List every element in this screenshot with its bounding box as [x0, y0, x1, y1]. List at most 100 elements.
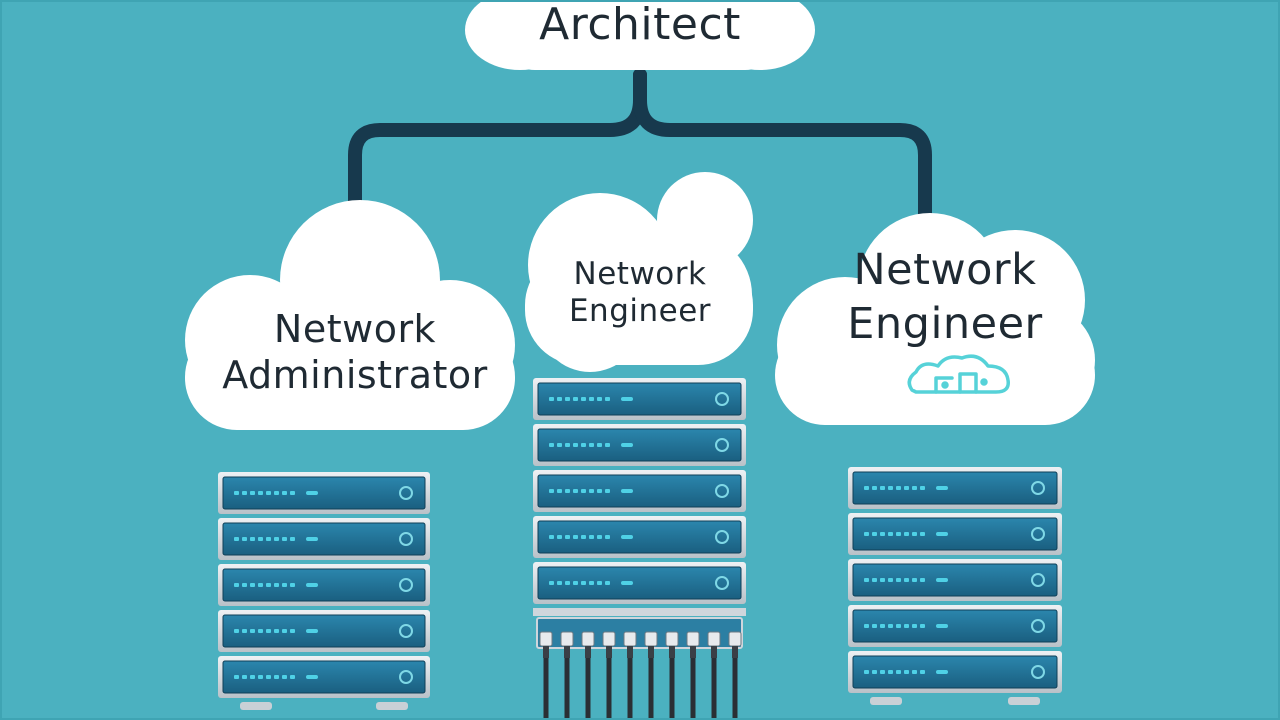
network-cable — [711, 658, 717, 720]
server-led — [896, 578, 901, 582]
power-button-icon — [1031, 665, 1045, 679]
server-led — [250, 491, 255, 495]
cable-connector — [728, 631, 742, 647]
server-led — [565, 397, 570, 401]
server-led — [250, 537, 255, 541]
server-unit-face — [852, 609, 1058, 643]
server-led — [605, 489, 610, 493]
engineer-right-label-line1: Network — [853, 245, 1037, 295]
architect-cloud — [465, 0, 815, 70]
power-button-icon — [1031, 619, 1045, 633]
server-led — [920, 578, 925, 582]
server-led-long — [306, 583, 318, 587]
server-led — [573, 581, 578, 585]
administrator-cloud — [185, 200, 515, 430]
engineer-right-label-line2: Engineer — [847, 299, 1043, 349]
server-led — [605, 397, 610, 401]
server-unit-face — [537, 520, 742, 554]
server-unit-face — [222, 614, 426, 648]
administrator-label-line1: Network — [273, 307, 437, 351]
server-led — [242, 491, 247, 495]
server-led — [880, 532, 885, 536]
engineer-center-label-line2: Engineer — [568, 293, 712, 329]
power-button-icon — [1031, 573, 1045, 587]
server-led — [565, 581, 570, 585]
server-led — [565, 443, 570, 447]
server-led — [250, 629, 255, 633]
power-button-icon — [399, 624, 413, 638]
server-led — [282, 491, 287, 495]
server-unit-face — [222, 568, 426, 602]
server-led — [920, 624, 925, 628]
server-led-long — [621, 489, 633, 493]
cable-boot — [690, 646, 696, 658]
server-led — [258, 583, 263, 587]
server-led — [597, 443, 602, 447]
server-led — [290, 675, 295, 679]
connector-lines — [348, 68, 932, 232]
server-led — [904, 532, 909, 536]
server-led — [258, 675, 263, 679]
administrator-label: Network Administrator — [195, 306, 515, 398]
server-led — [872, 486, 877, 490]
server-led — [234, 491, 239, 495]
server-led — [880, 486, 885, 490]
server-led-long — [936, 670, 948, 674]
server-unit-face — [537, 382, 742, 416]
power-button-icon — [715, 484, 729, 498]
server-led — [557, 443, 562, 447]
server-led-long — [621, 397, 633, 401]
power-button-icon — [715, 576, 729, 590]
server-led — [896, 670, 901, 674]
server-led — [864, 624, 869, 628]
server-led-long — [306, 675, 318, 679]
cloud-network-icon — [907, 354, 1010, 394]
server-led — [549, 535, 554, 539]
server-led — [605, 535, 610, 539]
server-led-long — [621, 443, 633, 447]
server-led — [605, 443, 610, 447]
server-led — [234, 583, 239, 587]
rack-foot — [240, 702, 272, 710]
network-cable — [732, 658, 738, 720]
server-led — [880, 578, 885, 582]
server-led — [290, 629, 295, 633]
cable-connector — [686, 631, 700, 647]
server-led — [557, 581, 562, 585]
server-led — [589, 443, 594, 447]
network-cable — [606, 658, 612, 720]
server-led — [912, 624, 917, 628]
server-led — [266, 675, 271, 679]
server-led — [597, 489, 602, 493]
cable-boot — [732, 646, 738, 658]
architect-label-text: Architect — [539, 0, 741, 50]
rack-base — [533, 608, 746, 616]
server-led — [274, 537, 279, 541]
server-led — [597, 581, 602, 585]
connector-architect-to-right — [633, 68, 932, 232]
server-led — [242, 537, 247, 541]
server-led — [888, 578, 893, 582]
power-button-icon — [399, 532, 413, 546]
server-led — [888, 486, 893, 490]
server-unit-face — [222, 476, 426, 510]
server-led — [266, 583, 271, 587]
server-led — [242, 583, 247, 587]
server-led — [549, 489, 554, 493]
cable-boot — [711, 646, 717, 658]
network-cable — [564, 658, 570, 720]
server-led — [282, 583, 287, 587]
server-led — [880, 624, 885, 628]
server-unit-face — [222, 660, 426, 694]
server-led — [290, 537, 295, 541]
server-led-long — [936, 578, 948, 582]
server-led — [605, 581, 610, 585]
cable-connector — [560, 631, 574, 647]
server-led — [864, 670, 869, 674]
server-led — [557, 535, 562, 539]
server-led — [565, 489, 570, 493]
server-unit-face — [852, 563, 1058, 597]
server-unit-face — [222, 522, 426, 556]
cable-connector — [623, 631, 637, 647]
